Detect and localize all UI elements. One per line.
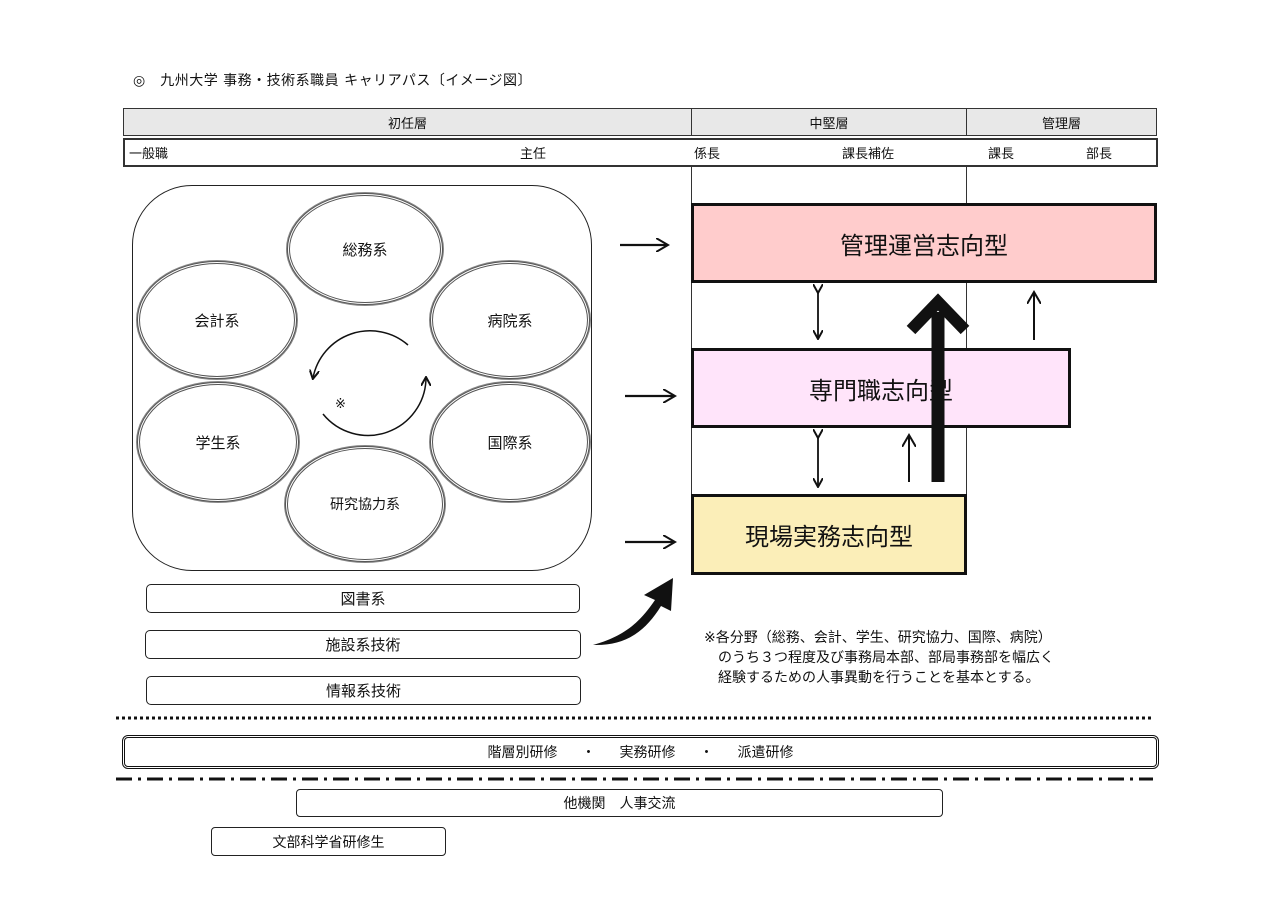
field-international: 国際系 [430, 382, 590, 502]
position-deputy-director: 課長補佐 [842, 147, 895, 162]
training-tiered: 階層別研修 [487, 745, 558, 761]
rotation-note: ※各分野（総務、会計、学生、研究協力、国際、病院） のうち３つ程度及び事務局本部… [704, 628, 1054, 688]
field-accounting: 会計系 [137, 261, 297, 379]
divider-management-left-2 [966, 282, 967, 349]
field-library: 図書系 [146, 584, 580, 613]
training-separator-2: ・ [699, 745, 714, 761]
mext-trainee: 文部科学省研修生 [211, 827, 446, 856]
divider-management-left-3 [966, 427, 967, 495]
field-rotation-container [132, 185, 592, 571]
divider-middle-left [691, 167, 692, 203]
position-chief: 主任 [520, 147, 547, 162]
note-line-1: ※各分野（総務、会計、学生、研究協力、国際、病院） [704, 630, 1052, 646]
field-research: 研究協力系 [285, 446, 445, 562]
field-facilities: 施設系技術 [145, 630, 581, 659]
orientation-specialist: 専門職志向型 [691, 348, 1071, 428]
position-director: 課長 [988, 147, 1015, 162]
divider-management-left [966, 167, 967, 203]
position-section-head: 係長 [694, 147, 721, 162]
divider-middle-left-3 [691, 427, 692, 495]
field-general-affairs: 総務系 [287, 193, 443, 305]
field-student: 学生系 [137, 382, 299, 502]
field-information: 情報系技術 [146, 676, 581, 705]
training-separator-1: ・ [581, 745, 596, 761]
rotation-arrow-bottom [322, 378, 426, 437]
level-management: 管理層 [966, 108, 1157, 136]
personnel-exchange: 他機関 人事交流 [296, 789, 943, 817]
note-line-2: のうち３つ程度及び事務局本部、部局事務部を幅広く [704, 650, 1054, 666]
position-general: 一般職 [129, 147, 169, 162]
training-dispatch: 派遣研修 [737, 745, 794, 761]
rotation-note-mark: ※ [335, 397, 346, 412]
divider-middle-left-2 [691, 282, 692, 349]
position-department-head: 部長 [1086, 147, 1113, 162]
orientation-field: 現場実務志向型 [691, 494, 967, 575]
position-row [123, 138, 1158, 167]
page-title: ◎ 九州大学 事務・技術系職員 キャリアパス〔イメージ図〕 [133, 73, 533, 89]
training-band: 階層別研修 ・ 実務研修 ・ 派遣研修 [122, 735, 1159, 769]
orientation-management: 管理運営志向型 [691, 203, 1157, 283]
note-line-3: 経験するための人事異動を行うことを基本とする。 [704, 670, 1040, 686]
thick-up-arrow-head [906, 293, 970, 335]
field-hospital: 病院系 [430, 261, 590, 379]
rotation-arrow-top [313, 330, 409, 378]
training-practical: 実務研修 [619, 745, 676, 761]
facilities-curve-arrow [593, 578, 673, 646]
